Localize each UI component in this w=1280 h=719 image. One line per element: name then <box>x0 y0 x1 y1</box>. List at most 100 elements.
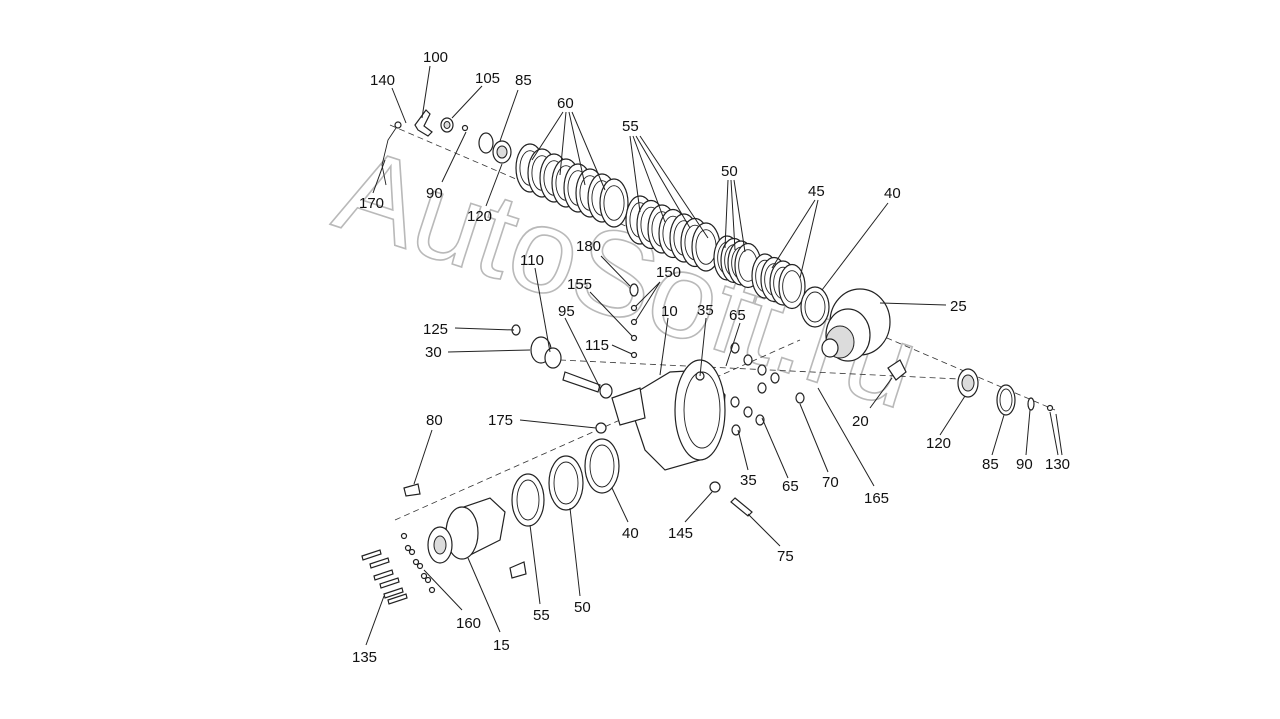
callout-110: 110 <box>520 252 544 269</box>
callout-175: 175 <box>488 412 513 429</box>
leader-50a-a <box>724 179 729 249</box>
callout-125: 125 <box>423 321 448 338</box>
washer-160-7 <box>420 572 428 580</box>
washer-160-8 <box>428 586 436 594</box>
callout-20: 20 <box>852 413 869 430</box>
callout-65-bottom: 65 <box>782 478 799 495</box>
leader-160 <box>423 569 463 611</box>
disc-45-4-inner <box>782 270 802 303</box>
leader-85b <box>991 414 1005 456</box>
washer-2 <box>743 354 753 366</box>
housing-boss <box>611 387 646 426</box>
lower-gaskets <box>511 438 620 527</box>
leader-60-c <box>568 111 586 186</box>
washer-160-1 <box>400 532 408 540</box>
leader-55b <box>529 524 541 605</box>
leader-20 <box>869 377 893 409</box>
gasket-40b-inner <box>589 444 615 488</box>
leader-85a <box>499 89 519 142</box>
callout-155: 155 <box>567 276 592 293</box>
washer-5 <box>743 406 753 418</box>
callout-15: 15 <box>493 637 510 654</box>
nut-105-hole <box>443 121 451 129</box>
washer-set <box>730 342 805 436</box>
callout-165: 165 <box>864 490 889 507</box>
leader-105 <box>451 85 483 119</box>
fork-100 <box>414 109 433 137</box>
washer-90b <box>1027 397 1035 411</box>
hub-shaft <box>821 338 839 358</box>
pin-140 <box>394 121 402 129</box>
washers-160 <box>400 532 436 594</box>
washer-160-4 <box>424 576 432 584</box>
leader-45-a <box>771 199 816 269</box>
callout-30: 30 <box>425 344 442 361</box>
pin-115 <box>630 351 638 359</box>
callout-135: 135 <box>352 649 377 666</box>
housing-10 <box>611 359 726 471</box>
washer-6 <box>757 382 767 394</box>
leader-100 <box>421 65 431 119</box>
leader-120a <box>485 163 503 207</box>
callout-95: 95 <box>558 303 575 320</box>
gasket-50b <box>548 455 584 511</box>
callout-75: 75 <box>777 548 794 565</box>
leader-40b <box>611 487 629 523</box>
callout-105: 105 <box>475 70 500 87</box>
callout-45: 45 <box>808 183 825 200</box>
leader-180 <box>600 255 631 287</box>
callout-40-bottom: 40 <box>622 525 639 542</box>
leader-115 <box>611 344 633 355</box>
seal-155 <box>630 334 638 342</box>
bolt-135-1 <box>361 549 382 561</box>
leader-80 <box>413 429 433 485</box>
washer-160-6 <box>412 558 420 566</box>
callout-150: 150 <box>656 264 681 281</box>
washer-7 <box>770 372 780 384</box>
leader-60-a <box>531 111 564 161</box>
leader-lines <box>365 65 1063 646</box>
gasket-50b-inner <box>553 461 579 505</box>
clutch-discs-55 <box>625 195 721 272</box>
callout-90-right: 90 <box>1016 456 1033 473</box>
leader-145 <box>684 491 713 523</box>
block-20 <box>887 359 907 381</box>
leader-90b <box>1025 409 1031 456</box>
callout-130: 130 <box>1045 456 1070 473</box>
leader-130-a <box>1049 411 1059 456</box>
callout-55-top: 55 <box>622 118 639 135</box>
washer-3 <box>757 364 767 376</box>
washer-10 <box>795 392 805 404</box>
callout-35-bottom: 35 <box>740 472 757 489</box>
callout-40-top: 40 <box>884 185 901 202</box>
clip-80 <box>403 483 421 497</box>
bolt-135-2 <box>369 557 390 569</box>
leader-90a <box>441 131 467 183</box>
washer-160-2 <box>408 548 416 556</box>
leader-55a-d <box>639 135 709 239</box>
washer-160-3 <box>416 562 424 570</box>
callout-100: 100 <box>423 49 448 66</box>
washer-160-5 <box>404 544 412 552</box>
leader-70 <box>799 403 829 473</box>
washer-150b <box>630 318 638 326</box>
middle-axis <box>559 359 981 381</box>
disc-110 <box>544 347 562 369</box>
cable-170 <box>381 124 399 186</box>
gasket-40b <box>584 438 620 494</box>
leader-55a-b <box>632 135 666 223</box>
washer-8 <box>731 424 741 436</box>
bearing-120a-inner <box>496 145 508 159</box>
callout-160: 160 <box>456 615 481 632</box>
callout-170: 170 <box>359 195 384 212</box>
leader-165 <box>817 387 875 487</box>
housing-face <box>674 359 726 461</box>
leader-40a <box>821 202 889 291</box>
callout-120-right: 120 <box>926 435 951 452</box>
input-parts-group <box>381 109 512 186</box>
clutch-hub-25 <box>821 288 891 362</box>
leader-120b <box>939 395 966 436</box>
leader-15 <box>467 557 501 633</box>
leader-50b <box>569 507 581 597</box>
